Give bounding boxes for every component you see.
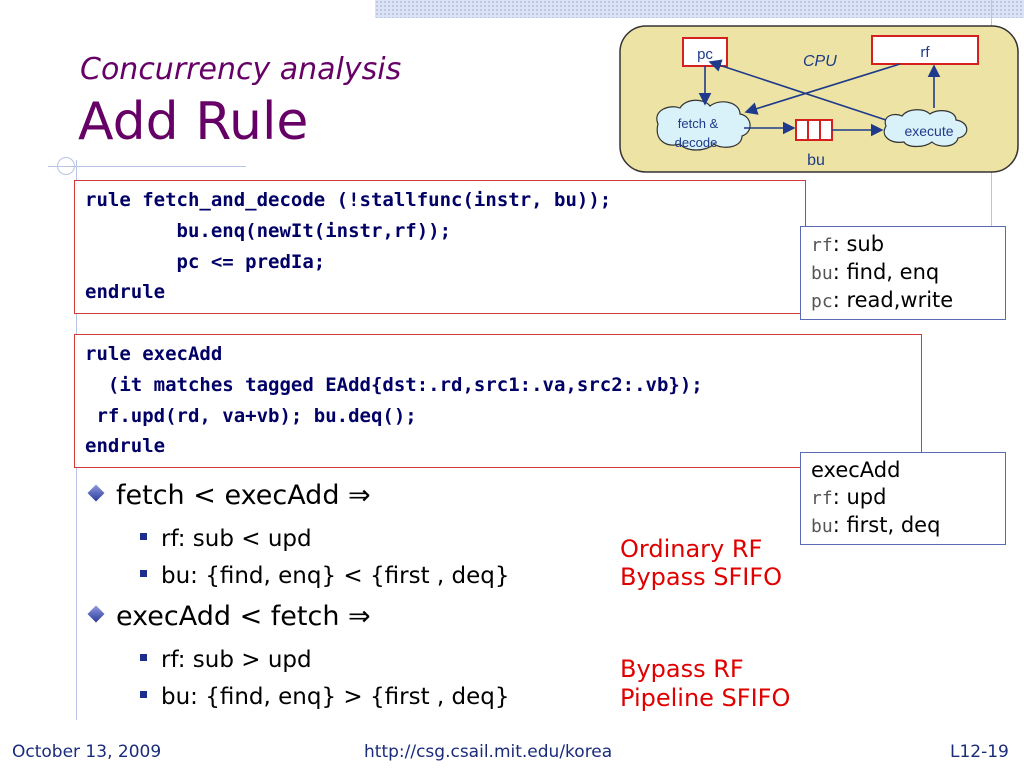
square-bullet-icon: [140, 533, 147, 540]
pc-label: pc: [697, 46, 713, 63]
diamond-bullet-icon: [87, 484, 105, 501]
annotation-bypass-sfifo: Bypass SFIFO: [620, 563, 783, 591]
method-owner: bu: [811, 263, 833, 284]
sub-bullet-text: bu: {find, enq} > {first , deq}: [161, 684, 510, 710]
method-owner: rf: [811, 235, 833, 256]
annotation-bypass-rf: Bypass RF: [620, 655, 744, 683]
rf-to-fetch-arrow: [744, 63, 901, 115]
method-owner: pc: [811, 291, 833, 312]
code-line: rule fetch_and_decode (!stallfunc(instr,…: [85, 189, 611, 211]
bullet-text: execAdd < fetch ⇒: [116, 601, 371, 632]
code-keyword: rule: [85, 343, 131, 365]
code-line: endrule: [85, 281, 166, 303]
note-line: bu: find, enq: [811, 259, 995, 287]
footer-page-number: L12-19: [950, 742, 1009, 762]
header-band: [375, 0, 1024, 18]
code-text: execAdd: [130, 343, 223, 365]
rf-label: rf: [920, 44, 930, 61]
method-owner: bu: [811, 516, 833, 537]
sub-bullet-text: rf: sub < upd: [161, 526, 312, 552]
footer-url[interactable]: http://csg.csail.mit.edu/korea: [364, 742, 613, 762]
cpu-diagram: CPU pc rf fetch & decode execute bu: [619, 25, 1019, 173]
method-list: : sub: [832, 232, 885, 256]
footer-date: October 13, 2009: [12, 742, 162, 762]
annotation-ordinary-rf: Ordinary RF: [620, 535, 763, 563]
fetch-label-line1: fetch &: [678, 116, 719, 131]
method-list: : upd: [832, 485, 887, 509]
annotation-pipeline-sfifo: Pipeline SFIFO: [620, 684, 791, 712]
bullet-fetch-before-exec: fetch < execAdd ⇒: [87, 480, 371, 511]
square-bullet-icon: [140, 654, 147, 661]
execute-to-pc-arrow: [708, 59, 887, 121]
slide-title: Add Rule: [78, 92, 309, 152]
slide-subtitle: Concurrency analysis: [80, 52, 402, 87]
decorative-circle: [57, 157, 75, 175]
note-line: bu: first, deq: [811, 512, 995, 540]
diamond-bullet-icon: [87, 605, 105, 622]
note-exec-methods: execAdd rf: upd bu: first, deq: [800, 452, 1006, 545]
cpu-label: CPU: [803, 53, 837, 70]
sub-bullet: bu: {find, enq} > {first , deq}: [140, 684, 510, 710]
sub-bullet-text: bu: {find, enq} < {first , deq}: [161, 563, 510, 589]
method-owner: rf: [811, 488, 833, 509]
code-box-fetch: rule fetch_and_decode (!stallfunc(instr,…: [74, 180, 806, 314]
bullet-text: fetch < execAdd ⇒: [116, 480, 371, 511]
note-line: pc: read,write: [811, 287, 995, 315]
bullet-exec-before-fetch: execAdd < fetch ⇒: [87, 601, 371, 632]
fetch-decode-cloud: [656, 99, 751, 151]
code-line: endrule: [85, 435, 166, 457]
code-keyword: rule: [85, 189, 131, 211]
note-line: rf: sub: [811, 231, 995, 259]
code-box-exec: rule execAdd (it matches tagged EAdd{dst…: [74, 334, 922, 468]
title-rule-line: [48, 166, 246, 167]
bu-label: bu: [807, 152, 825, 169]
code-line: (it matches tagged EAdd{dst:.rd,src1:.va…: [85, 374, 703, 396]
note-fetch-methods: rf: sub bu: find, enq pc: read,write: [800, 226, 1006, 320]
sub-bullet: rf: sub < upd: [140, 526, 312, 552]
code-line: rf.upd(rd, va+vb); bu.deq();: [85, 405, 417, 427]
note-heading: execAdd: [811, 458, 901, 482]
method-list: : first, deq: [832, 513, 941, 537]
execute-cloud: [883, 109, 968, 148]
code-line: bu.enq(newIt(instr,rf));: [85, 220, 452, 242]
code-text: fetch_and_decode (!stallfunc(instr, bu))…: [130, 189, 612, 211]
sub-bullet: bu: {find, enq} < {first , deq}: [140, 563, 510, 589]
sub-bullet-text: rf: sub > upd: [161, 647, 312, 673]
note-line: rf: upd: [811, 484, 995, 512]
square-bullet-icon: [140, 691, 147, 698]
fetch-label-line2: decode: [675, 135, 718, 150]
bu-fifo: [795, 119, 833, 141]
method-list: : find, enq: [832, 260, 940, 284]
code-line: rule execAdd: [85, 343, 222, 365]
rf-box: [871, 35, 979, 65]
square-bullet-icon: [140, 570, 147, 577]
method-list: : read,write: [832, 288, 954, 312]
execute-label: execute: [904, 123, 953, 139]
sub-bullet: rf: sub > upd: [140, 647, 312, 673]
code-line: pc <= predIa;: [85, 251, 326, 273]
